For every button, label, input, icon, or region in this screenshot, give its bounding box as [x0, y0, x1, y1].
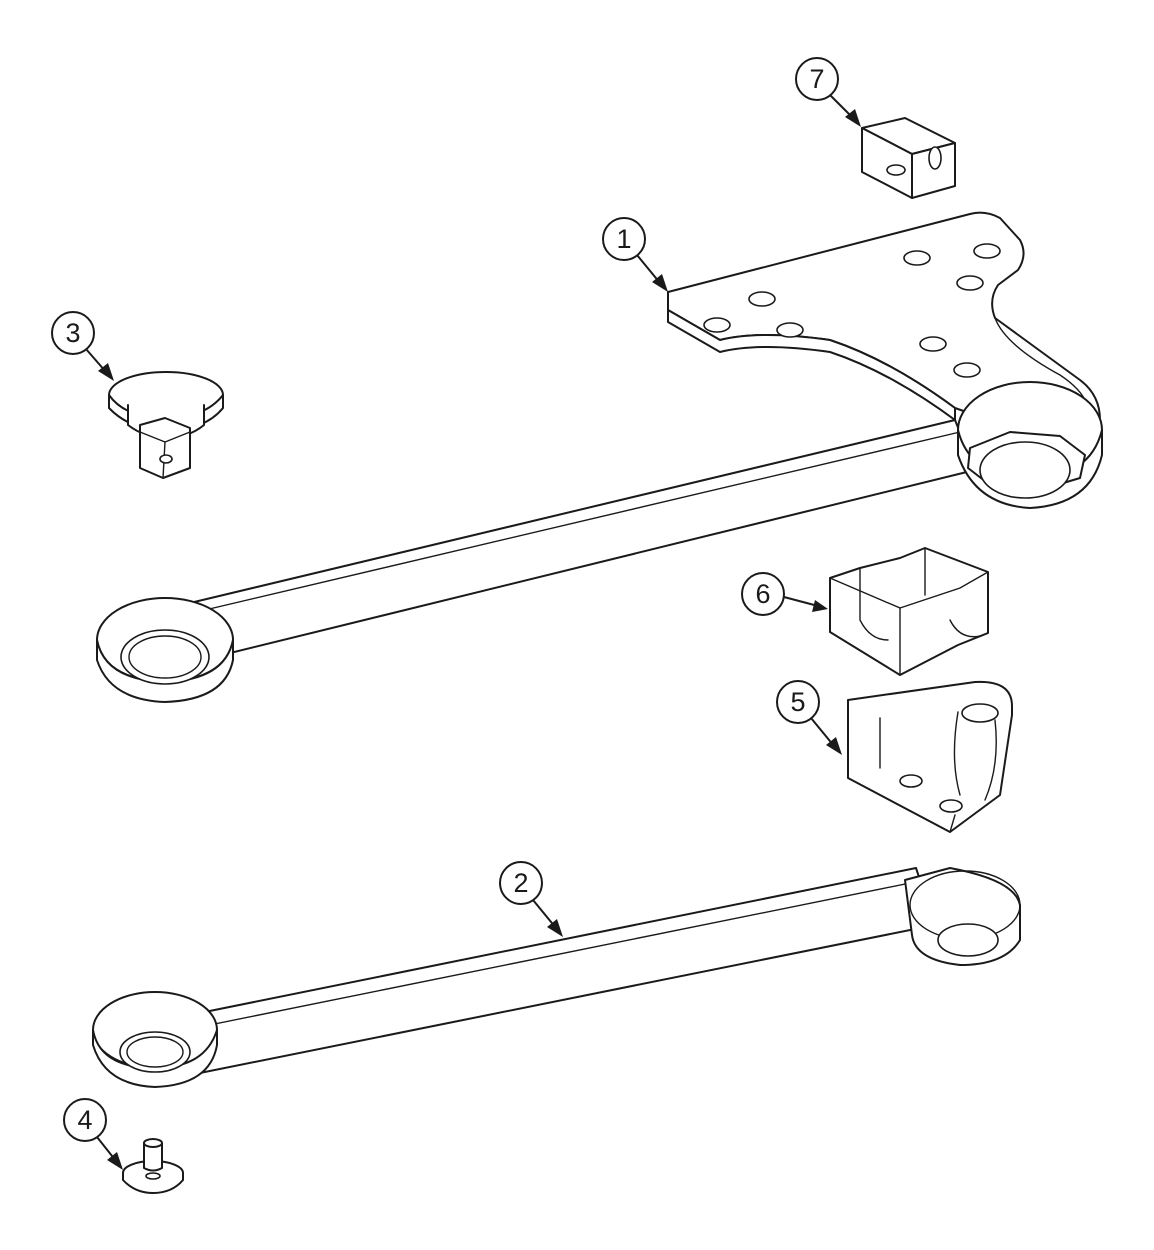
callout-7: 7 [795, 57, 861, 127]
callout-4-label: 4 [77, 1105, 92, 1135]
callout-6-label: 6 [755, 579, 770, 609]
part-7-block [861, 117, 956, 199]
part-1-upper-arm [96, 211, 1103, 703]
callout-5: 5 [776, 680, 842, 755]
part-2-lower-arm [92, 867, 1021, 1088]
part-4-pin [122, 1138, 184, 1194]
callout-2-label: 2 [513, 868, 528, 898]
callout-1: 1 [602, 217, 668, 292]
callout-4: 4 [63, 1098, 123, 1170]
part-6-slotted-block [829, 547, 989, 676]
callout-5-label: 5 [790, 687, 805, 717]
callout-3-label: 3 [65, 318, 80, 348]
callout-3: 3 [51, 311, 114, 381]
callout-2: 2 [499, 861, 563, 937]
part-5-bracket [847, 680, 1013, 834]
callout-1-label: 1 [616, 224, 631, 254]
part-3-flanged-fitting [108, 371, 224, 479]
callout-7-label: 7 [809, 64, 824, 94]
callout-6: 6 [741, 572, 828, 616]
